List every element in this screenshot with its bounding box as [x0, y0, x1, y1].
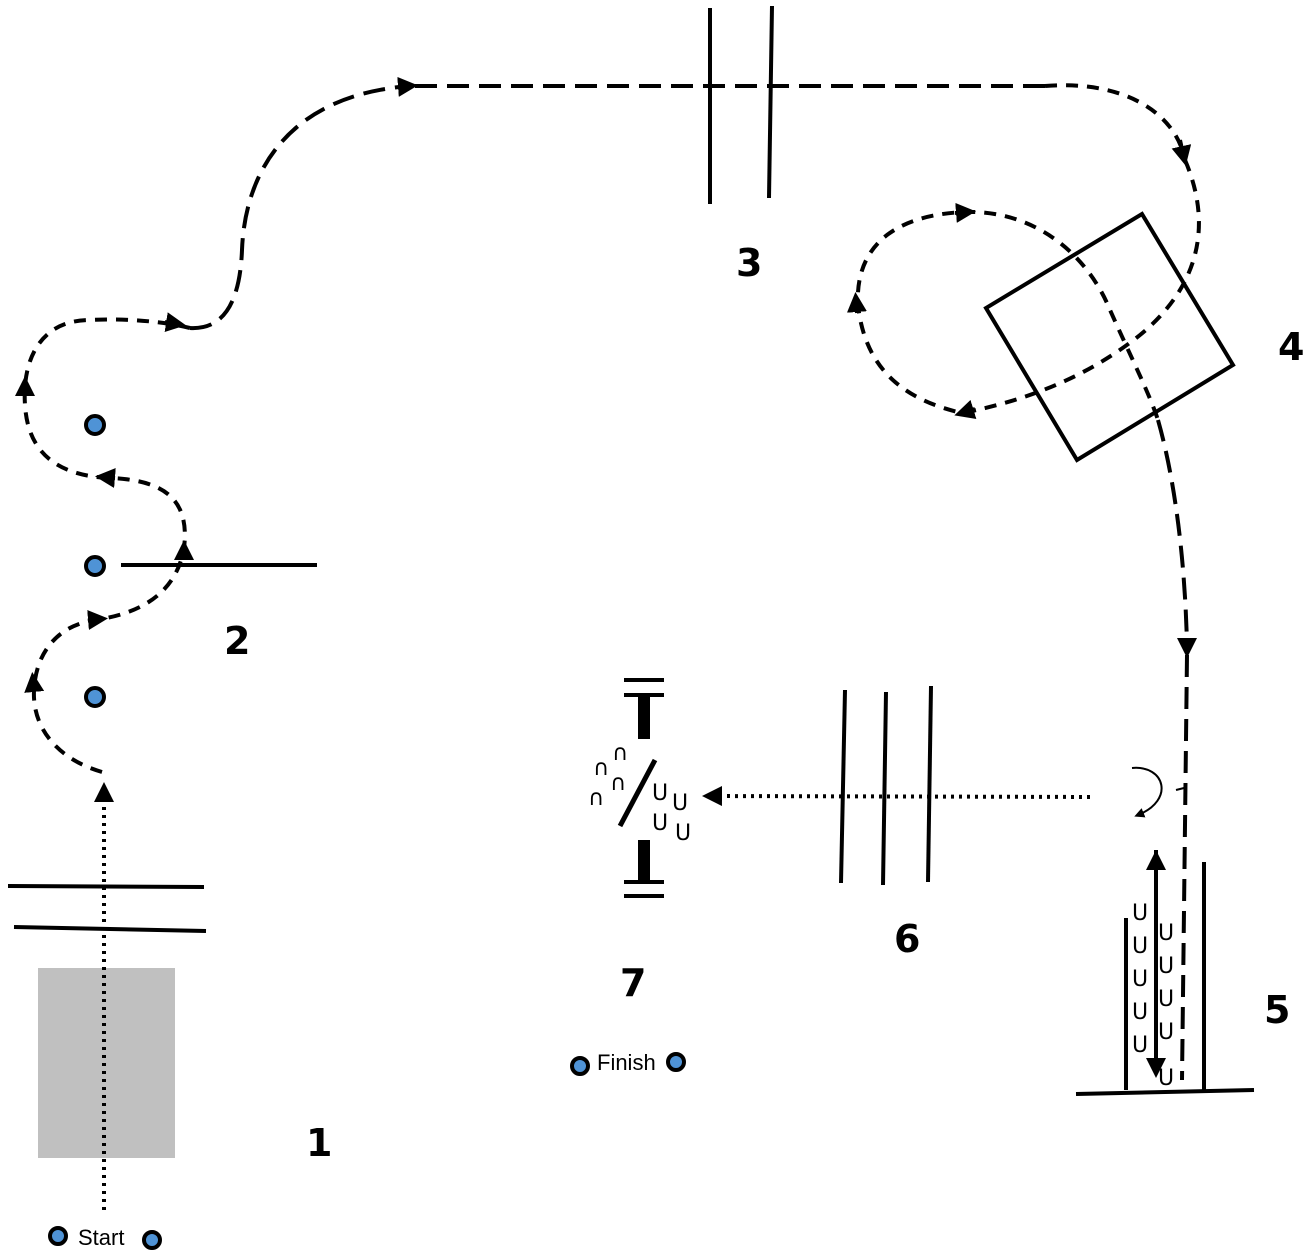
start-marker: Start: [48, 1225, 162, 1250]
obstacle-4-square: [983, 211, 1236, 463]
label-1: 1: [306, 1121, 332, 1165]
obstacle-7-gate: [617, 678, 664, 898]
path-to-obstacle-4: [1044, 83, 1187, 161]
path-to-obstacle-3: [189, 76, 418, 331]
svg-text:∩: ∩: [588, 786, 604, 811]
path-to-obstacle-7: [702, 786, 1091, 807]
path-serpentine: [22, 317, 191, 774]
obstacle-3-poles: [708, 5, 774, 204]
svg-text:U: U: [652, 811, 668, 836]
path-circle-obstacle-4: [855, 159, 1201, 421]
svg-text:U: U: [1132, 967, 1148, 992]
turn-arrow: [1131, 766, 1163, 818]
label-7: 7: [620, 961, 646, 1005]
label-5: 5: [1264, 988, 1290, 1032]
label-6: 6: [894, 917, 920, 961]
svg-text:U: U: [1132, 934, 1148, 959]
svg-text:U: U: [1158, 987, 1174, 1012]
finish-marker: Finish: [570, 1050, 686, 1076]
svg-text:U: U: [1132, 1033, 1148, 1058]
svg-text:U: U: [1158, 1020, 1174, 1045]
obstacle-1-box: [7, 884, 207, 1158]
obstacle-5-lane: [1075, 850, 1255, 1096]
obstacle-5-horseshoes: U U U U U U U U U U: [1132, 901, 1174, 1091]
svg-text:∩: ∩: [612, 741, 628, 766]
svg-text:U: U: [1132, 1000, 1148, 1025]
svg-text:U: U: [652, 781, 668, 806]
finish-label: Finish: [597, 1050, 656, 1075]
start-label: Start: [78, 1225, 124, 1250]
svg-text:U: U: [1158, 921, 1174, 946]
obstacle-7-horseshoes: ∩ ∩ ∩ ∩ U U U U: [588, 741, 691, 846]
label-3: 3: [736, 241, 762, 285]
obstacle-6-poles: [839, 685, 933, 886]
svg-text:∩: ∩: [610, 771, 626, 796]
svg-text:U: U: [672, 791, 688, 816]
svg-text:U: U: [675, 821, 691, 846]
svg-text:U: U: [1132, 901, 1148, 926]
svg-text:U: U: [1158, 954, 1174, 979]
path-to-obstacle-5: [1156, 419, 1189, 646]
svg-text:∩: ∩: [593, 756, 609, 781]
label-2: 2: [224, 619, 250, 663]
label-4: 4: [1278, 325, 1304, 369]
svg-text:U: U: [1158, 1066, 1174, 1091]
slalom-cones: [84, 414, 106, 708]
